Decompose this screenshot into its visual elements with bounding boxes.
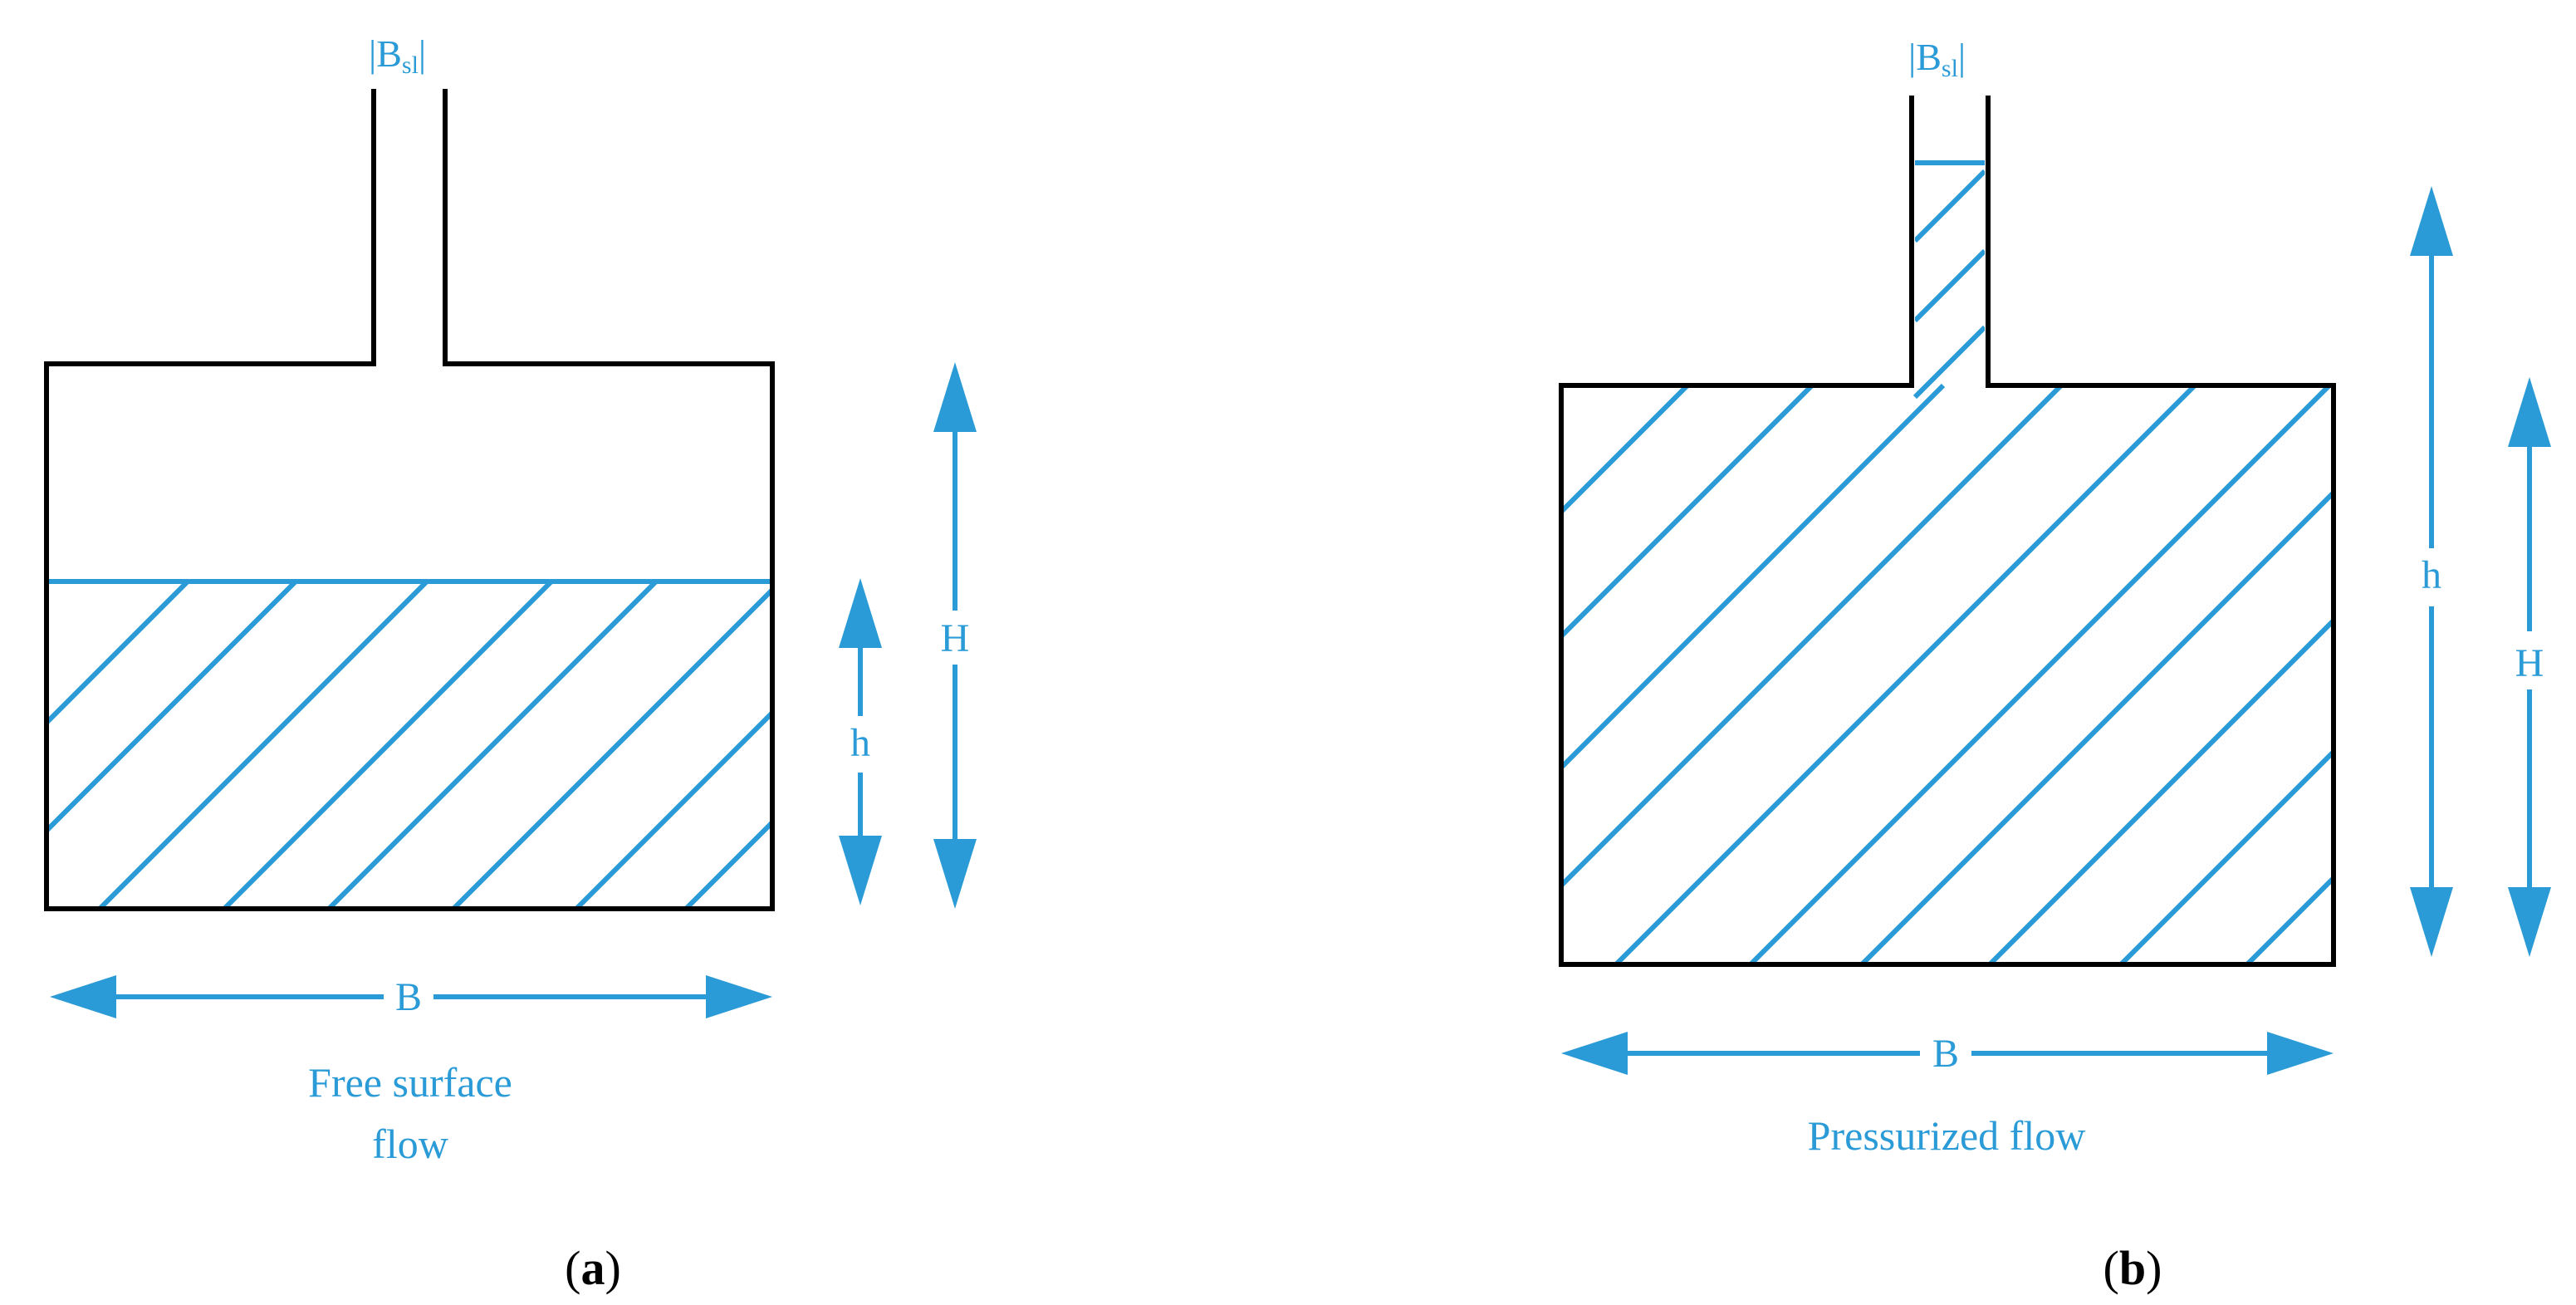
slot-label-b: |Bsl|	[1908, 36, 1966, 82]
label-h-b: h	[2422, 553, 2441, 597]
dimension-h-b: h	[2410, 186, 2453, 957]
caption-a: (a)	[565, 1241, 621, 1295]
dimension-H-a: H	[933, 362, 977, 909]
conduit-outline-a	[44, 89, 775, 911]
slot-label-a: |Bsl|	[369, 32, 426, 79]
label-B-b: B	[1932, 1032, 1959, 1076]
water-hatching-a	[47, 581, 772, 909]
label-H-b: H	[2515, 641, 2544, 685]
label-h-a: h	[850, 721, 870, 765]
conduit-outline-b	[1559, 96, 2336, 967]
label-B-a: B	[395, 975, 422, 1019]
panel-b: |Bsl| h H B Pressurized flow	[1559, 36, 2551, 1295]
dimension-B-b: B	[1561, 1032, 2334, 1076]
dimension-B-a: B	[50, 975, 772, 1019]
label-H-a: H	[941, 616, 970, 660]
description-b: Pressurized flow	[1808, 1112, 2086, 1159]
water-hatching-b	[1561, 169, 2334, 964]
dimension-h-a: h	[839, 578, 882, 905]
description-a-line1: Free surface	[308, 1059, 512, 1106]
panel-a: |Bsl| H h B Free surface flow	[44, 32, 977, 1295]
caption-b: (b)	[2103, 1241, 2162, 1295]
dimension-H-b: H	[2508, 377, 2551, 957]
description-a-line2: flow	[372, 1121, 448, 1167]
